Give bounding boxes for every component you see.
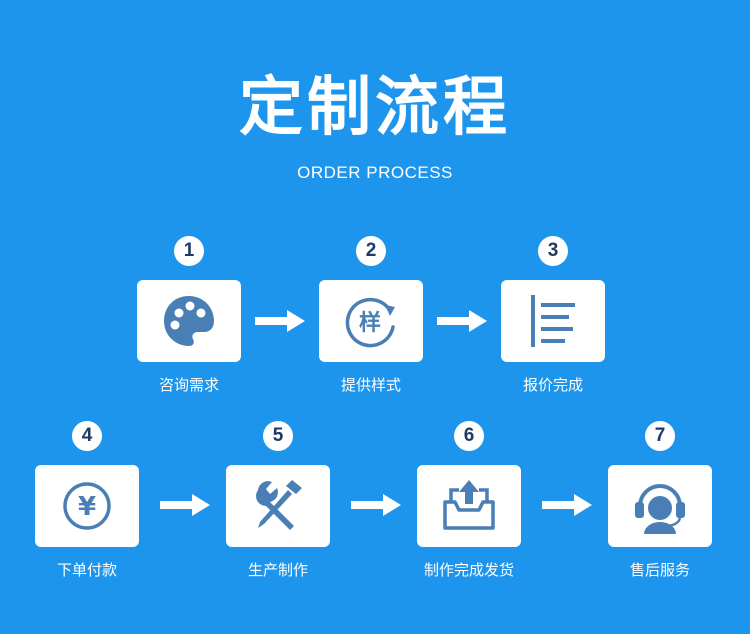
tools-icon: [256, 480, 302, 530]
list-icon: [531, 295, 575, 347]
step-card: 样: [319, 280, 423, 362]
step-number: 7: [645, 421, 675, 451]
step-number: 1: [174, 236, 204, 266]
headset-icon: [635, 484, 685, 534]
arrow-right-icon: [160, 494, 210, 516]
sample-icon: 样: [345, 297, 395, 348]
step-label: 下单付款: [56, 561, 117, 579]
arrow-right-icon: [255, 310, 305, 332]
step-label: 生产制作: [247, 561, 308, 579]
step-number: 4: [72, 421, 102, 451]
step-card: [501, 280, 605, 362]
step-label: 报价完成: [522, 376, 583, 394]
step-card: [137, 280, 241, 362]
arrow-right-icon: [437, 310, 487, 332]
step-card: [226, 465, 330, 547]
yuan-icon: ¥: [63, 482, 111, 530]
step-number: 2: [356, 236, 386, 266]
step-number: 6: [454, 421, 484, 451]
arrow-right-icon: [351, 494, 401, 516]
step-card: ¥: [35, 465, 139, 547]
step-number: 5: [263, 421, 293, 451]
palette-icon: [164, 296, 214, 346]
step-label: 咨询需求: [158, 376, 219, 394]
sample-glyph: 样: [359, 310, 381, 336]
yuan-glyph: ¥: [78, 492, 96, 522]
step-card: [608, 465, 712, 547]
step-label: 提供样式: [340, 376, 401, 394]
step-label: 制作完成发货: [423, 561, 514, 579]
page-subtitle: ORDER PROCESS: [297, 163, 453, 182]
step-label: 售后服务: [629, 561, 690, 579]
step-number: 3: [538, 236, 568, 266]
page-title: 定制流程: [239, 71, 511, 145]
step-card: [417, 465, 521, 547]
arrow-right-icon: [542, 494, 592, 516]
upload-box-icon: [443, 480, 495, 530]
